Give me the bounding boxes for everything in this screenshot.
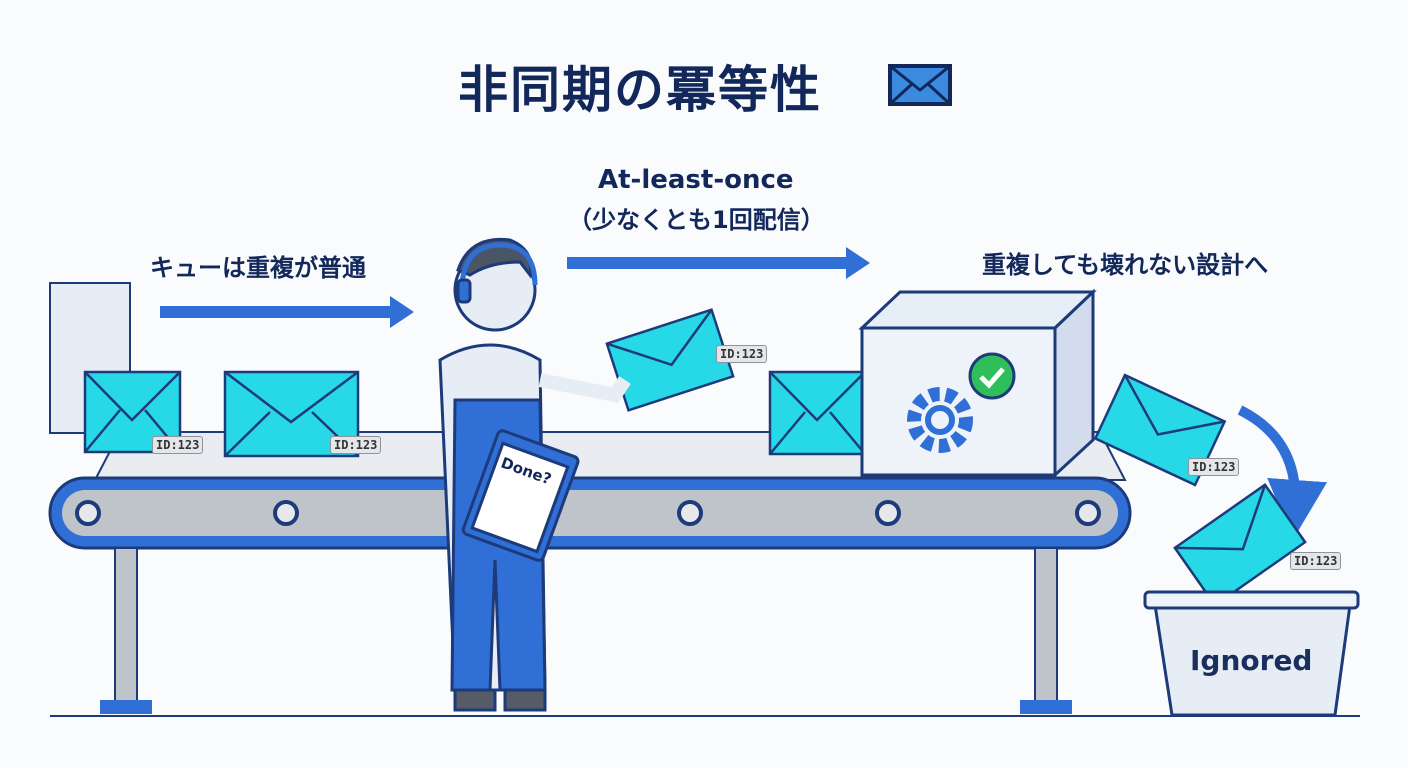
at-least-once-label: At-least-once	[598, 165, 794, 195]
worker-figure	[438, 237, 631, 712]
ignored-bin	[1143, 590, 1360, 717]
page-title: 非同期の冪等性	[458, 61, 822, 119]
message-id-tag: ID:123	[152, 436, 204, 454]
queue-label: キューは重複が普通	[150, 254, 366, 282]
message-id-tag: ID:123	[1188, 458, 1240, 476]
message-id-tag: ID:123	[1290, 552, 1342, 570]
check-circle-icon	[968, 352, 1016, 400]
envelope-icon	[83, 308, 1307, 607]
at-least-once-subtitle: （少なくとも1回配信）	[568, 206, 825, 234]
conveyor-belt	[48, 431, 1360, 717]
design-label: 重複しても壊れない設計へ	[982, 251, 1269, 279]
curved-arrow-icon	[1237, 405, 1328, 540]
title-envelope-icon	[888, 64, 952, 106]
message-id-tag: ID:123	[716, 345, 768, 363]
gear-icon	[907, 387, 973, 453]
message-id-tag: ID:123	[330, 436, 382, 454]
headset-icon	[459, 242, 538, 286]
bin-label: Ignored	[1190, 644, 1313, 677]
dedup-machine	[858, 288, 1097, 479]
arrow-right-icon	[160, 247, 870, 328]
